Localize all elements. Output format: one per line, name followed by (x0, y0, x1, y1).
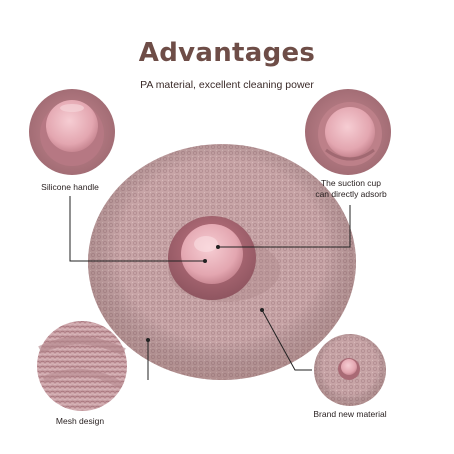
silicone-handle-detail (29, 89, 115, 175)
label-mesh-design: Mesh design (55, 416, 105, 426)
leader-lines (69, 196, 351, 380)
label-brand-new-material: Brand new material (313, 409, 387, 419)
page-subtitle: PA material, excellent cleaning power (140, 79, 314, 91)
mesh-design-detail (37, 321, 127, 411)
label-suction-cup-line1: The suction cup (320, 178, 381, 188)
label-suction-cup-line2: can directly adsorb (315, 189, 387, 199)
leader-line-material (261, 309, 312, 371)
leader-line-handle (69, 196, 205, 262)
suction-cup-detail (305, 89, 391, 175)
leader-line-suction (218, 205, 351, 248)
label-silicone-handle: Silicone handle (41, 182, 99, 192)
page-title: Advantages (138, 38, 316, 68)
label-suction-cup: The suction cup can directly adsorb (296, 178, 406, 200)
brand-new-material-detail (314, 334, 386, 406)
main-silicone-handle (168, 216, 256, 300)
